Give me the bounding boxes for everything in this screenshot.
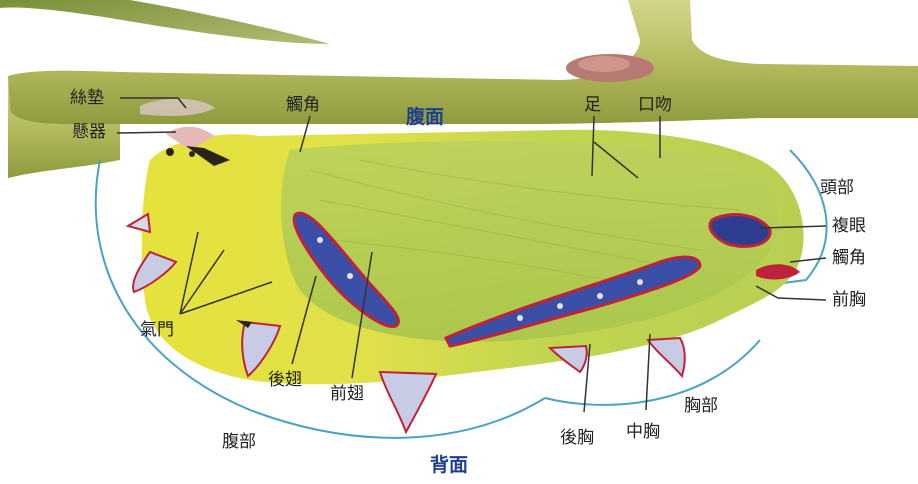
label-compound-eye: 複眼 [832,218,866,235]
pupa-body [128,127,804,432]
label-cremaster: 懸器 [72,124,106,141]
label-proboscis: 口吻 [638,97,672,114]
label-spiracles: 氣門 [140,322,174,339]
label-forewing: 前翅 [330,386,364,403]
label-ventral: 腹面 [406,108,444,127]
leaf-shape [0,0,330,44]
label-legs: 足 [584,97,601,114]
label-antenna-top: 觸角 [286,97,320,114]
label-antenna-side: 觸角 [832,250,866,267]
label-metathorax: 後胸 [560,430,594,447]
label-hindwing: 後翅 [268,372,302,389]
label-abdomen: 腹部 [222,434,256,451]
label-mesothorax: 中胸 [626,424,660,441]
label-thorax: 胸部 [684,398,718,415]
label-prothorax: 前胸 [832,292,866,309]
label-silk-pad: 絲墊 [70,90,104,107]
label-dorsal: 背面 [430,456,468,475]
label-head: 頭部 [820,180,854,197]
